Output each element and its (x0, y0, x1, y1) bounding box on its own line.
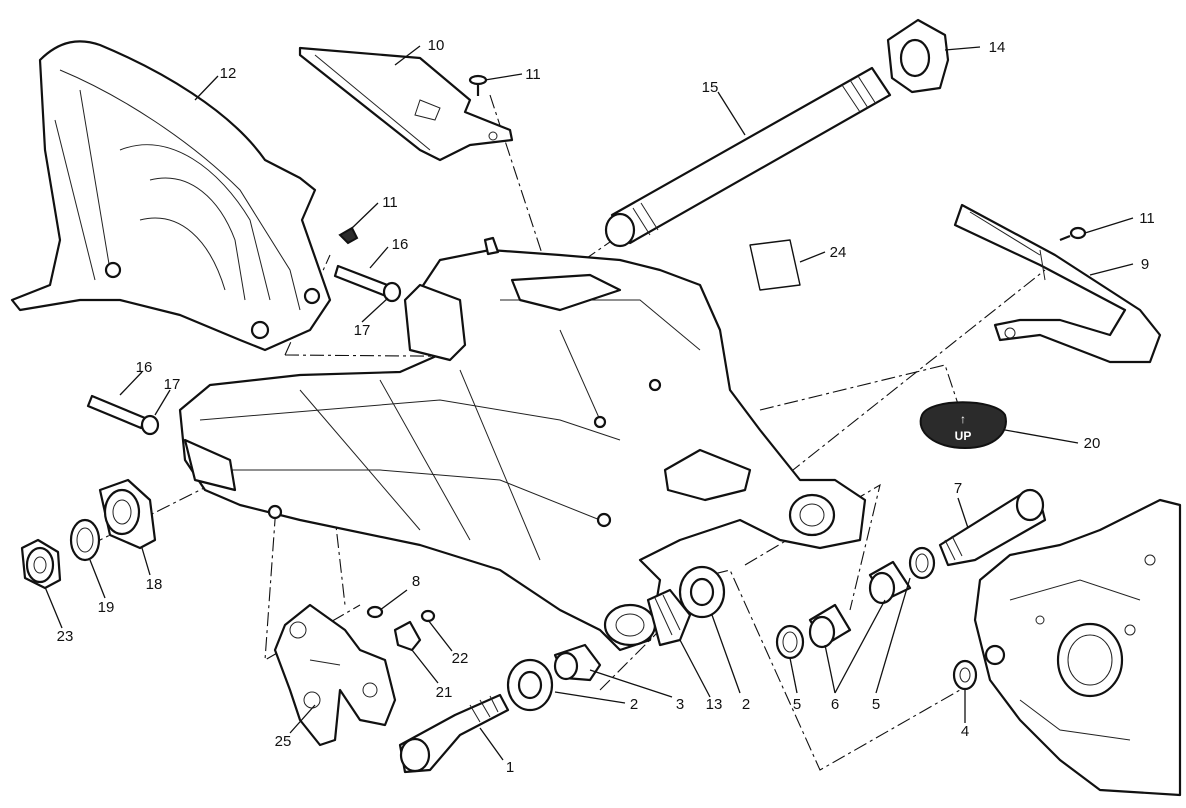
circlip-part-5-right (908, 546, 936, 580)
screw-part-8 (366, 605, 384, 619)
callout-3: 3 (676, 696, 684, 713)
callout-6: 6 (831, 696, 839, 713)
callout-10: 10 (428, 37, 445, 54)
nut-part-23 (20, 538, 62, 590)
nut-part-17-lower (140, 414, 160, 436)
bolt-part-7 (938, 488, 1047, 567)
washer-part-19 (69, 518, 101, 562)
pivot-nut-part-14 (886, 18, 950, 94)
callout-8: 8 (412, 573, 420, 590)
pivot-shaft-part-15 (604, 66, 892, 248)
grommet-part-20: ↑ UP (919, 401, 1007, 450)
callout-14: 14 (989, 39, 1006, 56)
adjuster-part-18 (98, 478, 157, 550)
screw-part-11-right (1059, 226, 1087, 242)
callout-16-upper: 16 (392, 236, 409, 253)
callout-18: 18 (146, 576, 163, 593)
spacer-part-3 (553, 643, 602, 682)
bolt-part-1 (398, 693, 510, 774)
callout-15: 15 (702, 79, 719, 96)
callout-22: 22 (452, 650, 469, 667)
callout-20: 20 (1084, 435, 1101, 452)
grommet-up-label: UP (955, 429, 972, 443)
bolt-part-16-lower (86, 394, 147, 430)
chain-guard-part-10 (298, 46, 514, 162)
label-part-24 (749, 239, 801, 291)
callout-2-upper: 2 (742, 696, 750, 713)
engine-crankcase (973, 498, 1182, 797)
callout-13: 13 (706, 696, 723, 713)
needle-bearing-part-6-right (868, 560, 912, 605)
bushing-part-13 (646, 588, 692, 647)
callout-24: 24 (830, 244, 847, 261)
callout-21: 21 (436, 684, 453, 701)
callout-23: 23 (57, 628, 74, 645)
callout-labels: 1 2 2 3 4 5 5 6 7 8 9 10 11 11 11 12 13 … (57, 37, 1155, 776)
screw-part-11-left (338, 226, 359, 245)
callout-4: 4 (961, 723, 969, 740)
callout-9: 9 (1141, 256, 1149, 273)
callout-16-lower: 16 (136, 359, 153, 376)
callout-5-right: 5 (872, 696, 880, 713)
callout-2-lower: 2 (630, 696, 638, 713)
bracket-part-25 (273, 603, 397, 747)
swingarm-body (178, 236, 867, 652)
callout-12: 12 (220, 65, 237, 82)
callout-17-upper: 17 (354, 322, 371, 339)
callout-5-left: 5 (793, 696, 801, 713)
callout-25: 25 (275, 733, 292, 750)
circlip-part-5-left (775, 624, 805, 660)
bearing-part-2-lower (506, 658, 554, 712)
callout-19: 19 (98, 599, 115, 616)
callout-11-right: 11 (1139, 210, 1155, 227)
callout-11-left: 11 (382, 194, 398, 211)
rear-mudguard-part-12 (10, 40, 332, 352)
bearing-part-2-upper (678, 565, 726, 619)
grommet-arrow: ↑ (960, 412, 966, 426)
seal-part-4 (952, 659, 978, 691)
callout-leaders (44, 45, 1134, 761)
needle-bearing-part-6-left (808, 603, 852, 649)
screw-part-22 (420, 609, 436, 623)
callout-1: 1 (506, 759, 514, 776)
screw-part-11-top (468, 74, 488, 96)
callout-7: 7 (954, 480, 962, 497)
chain-slider-part-9 (953, 203, 1162, 364)
bolt-part-16-upper (333, 264, 392, 298)
clip-part-21 (393, 620, 422, 652)
callout-17-lower: 17 (164, 376, 181, 393)
nut-part-17-upper (382, 281, 402, 303)
callout-11-top: 11 (525, 66, 541, 83)
